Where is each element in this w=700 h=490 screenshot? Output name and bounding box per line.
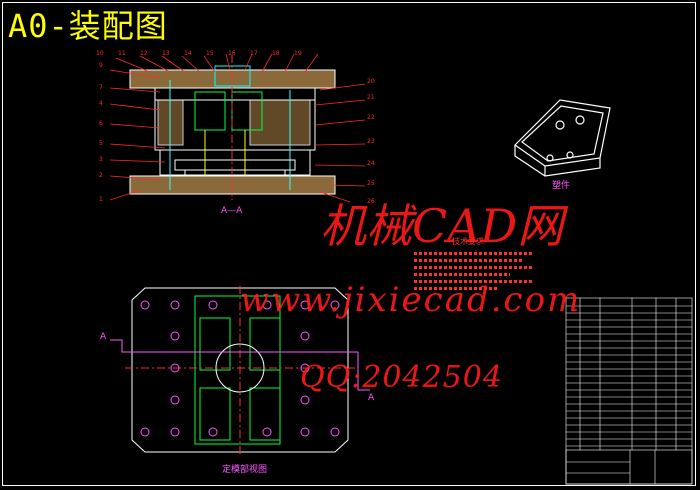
balloon-12: 12: [140, 50, 148, 57]
drawing-border: [2, 2, 696, 486]
balloon-13: 13: [162, 50, 170, 57]
balloon-4: 4: [99, 100, 103, 107]
balloon-15: 15: [206, 50, 214, 57]
balloon-11: 11: [118, 50, 126, 57]
balloon-21: 21: [367, 94, 375, 101]
balloon-19: 19: [294, 50, 302, 57]
watermark-line-3: QQ:2042504: [300, 360, 503, 395]
balloon-10: 10: [96, 50, 104, 57]
watermark-line-2: www.jixiecad.com: [240, 280, 582, 320]
balloon-20: 20: [367, 78, 375, 85]
bom-table: [565, 297, 693, 485]
balloon-3: 3: [99, 156, 103, 163]
balloon-16: 16: [228, 50, 236, 57]
leaders-left: [109, 69, 166, 201]
balloon-25: 25: [367, 180, 375, 187]
plan-view-label: 定模部视图: [222, 465, 268, 475]
balloon-17: 17: [250, 50, 258, 57]
balloon-14: 14: [184, 50, 192, 57]
balloon-6: 6: [99, 120, 103, 127]
section-label: A—A: [221, 206, 243, 216]
balloon-22: 22: [367, 114, 375, 121]
drawing-title: A0-装配图: [8, 7, 168, 45]
balloon-24: 24: [367, 160, 375, 167]
balloon-26: 26: [367, 198, 375, 205]
balloon-7: 7: [99, 84, 103, 91]
leaders-right: [314, 83, 366, 203]
balloon-23: 23: [367, 138, 375, 145]
balloon-9: 9: [99, 62, 103, 69]
section-view: [129, 55, 336, 200]
leaders-top: [115, 53, 319, 73]
watermark-line-1: 机械CAD网: [320, 199, 564, 253]
balloon-2: 2: [99, 172, 103, 179]
plan-view: [110, 286, 370, 456]
balloon-18: 18: [272, 50, 280, 57]
tech-requirements-text: [414, 252, 534, 294]
balloon-5: 5: [99, 140, 103, 147]
cut-label-right: A: [368, 393, 375, 403]
balloon-1: 1: [99, 196, 103, 203]
part-label: 塑件: [552, 181, 571, 191]
tech-requirements-title: 技术要求: [452, 237, 484, 246]
cut-label-left: A: [100, 332, 107, 342]
part-isometric: [514, 99, 611, 177]
